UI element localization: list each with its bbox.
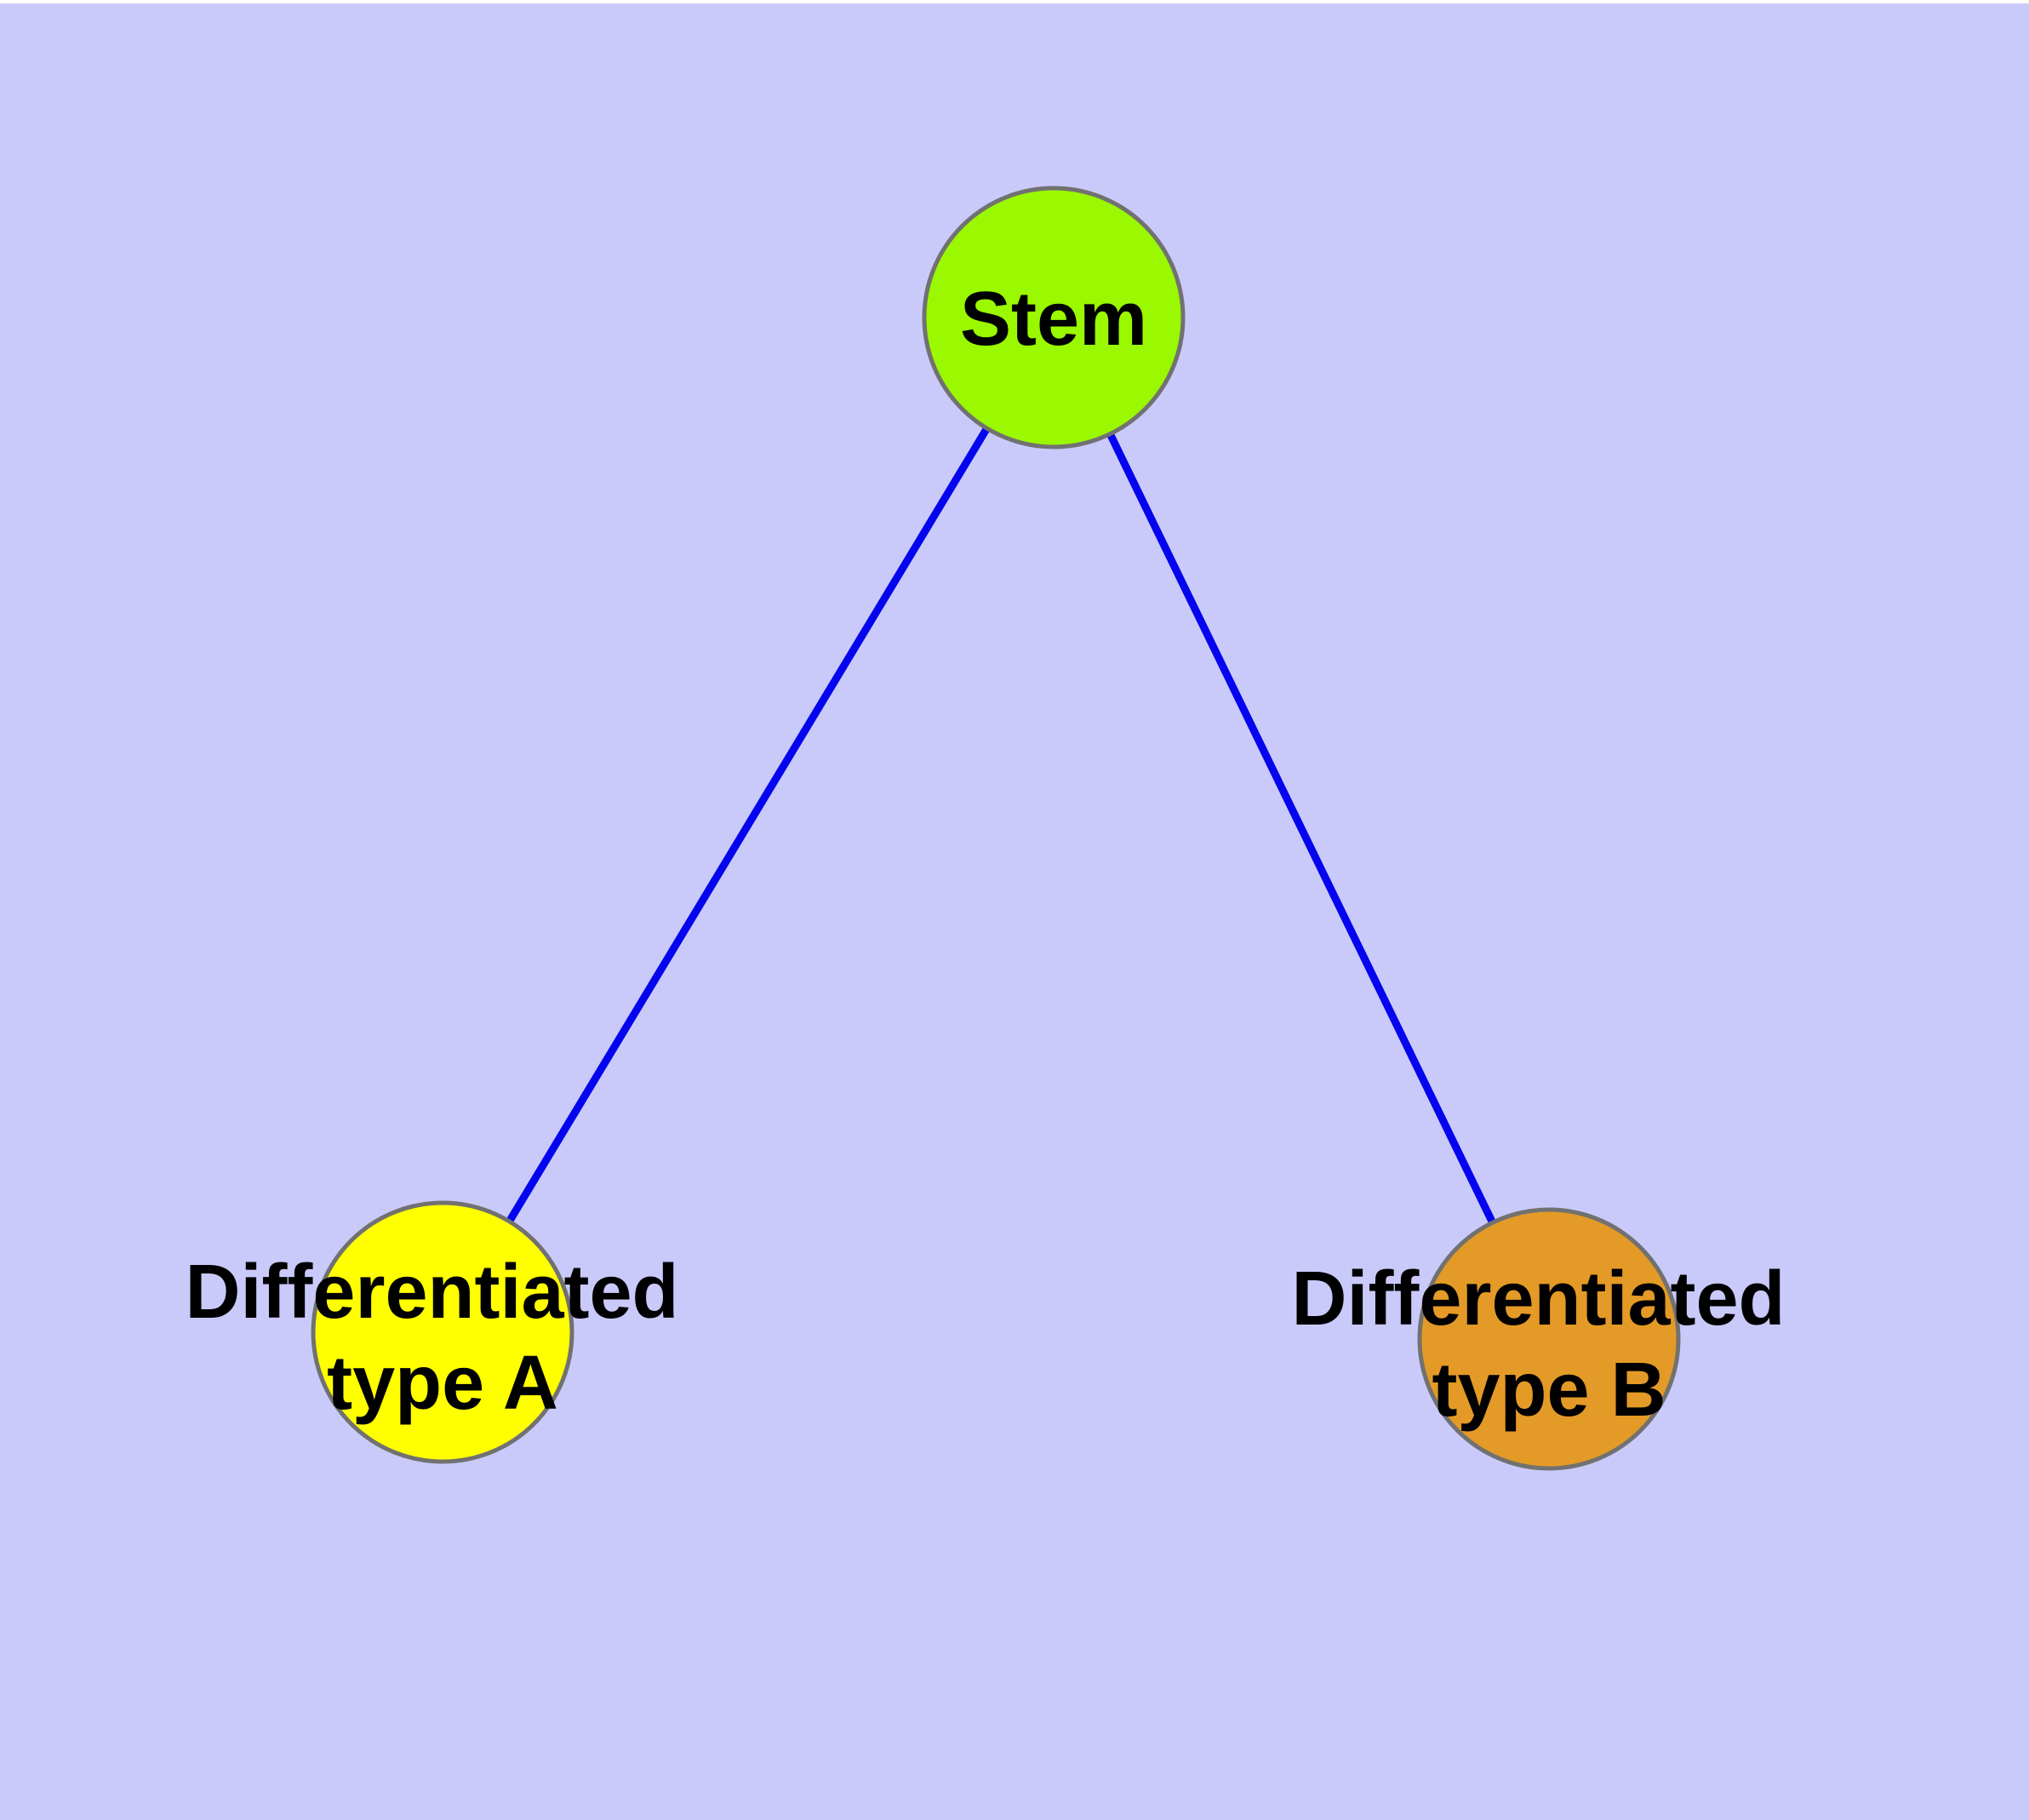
- edge-stem-to-type-a: [439, 315, 1057, 1335]
- node-differentiated-type-a: [311, 1200, 574, 1464]
- edge-stem-to-type-b: [1049, 316, 1553, 1341]
- node-type-b-label-line-1: Differentiated: [1291, 1256, 1785, 1342]
- node-type-a-label: Differentiated type A: [185, 1250, 700, 1426]
- node-type-a-label-line-1: Differentiated: [185, 1250, 678, 1335]
- node-stem-label: Stem: [960, 277, 1147, 362]
- node-type-b-label: Differentiated type B: [1291, 1256, 1806, 1433]
- node-stem: [922, 186, 1186, 449]
- node-type-b-label-line-2: type B: [1432, 1348, 1666, 1433]
- node-differentiated-type-b: [1417, 1207, 1681, 1471]
- node-stem-label-line: Stem: [960, 277, 1147, 362]
- node-type-a-label-line-2: type A: [327, 1341, 558, 1426]
